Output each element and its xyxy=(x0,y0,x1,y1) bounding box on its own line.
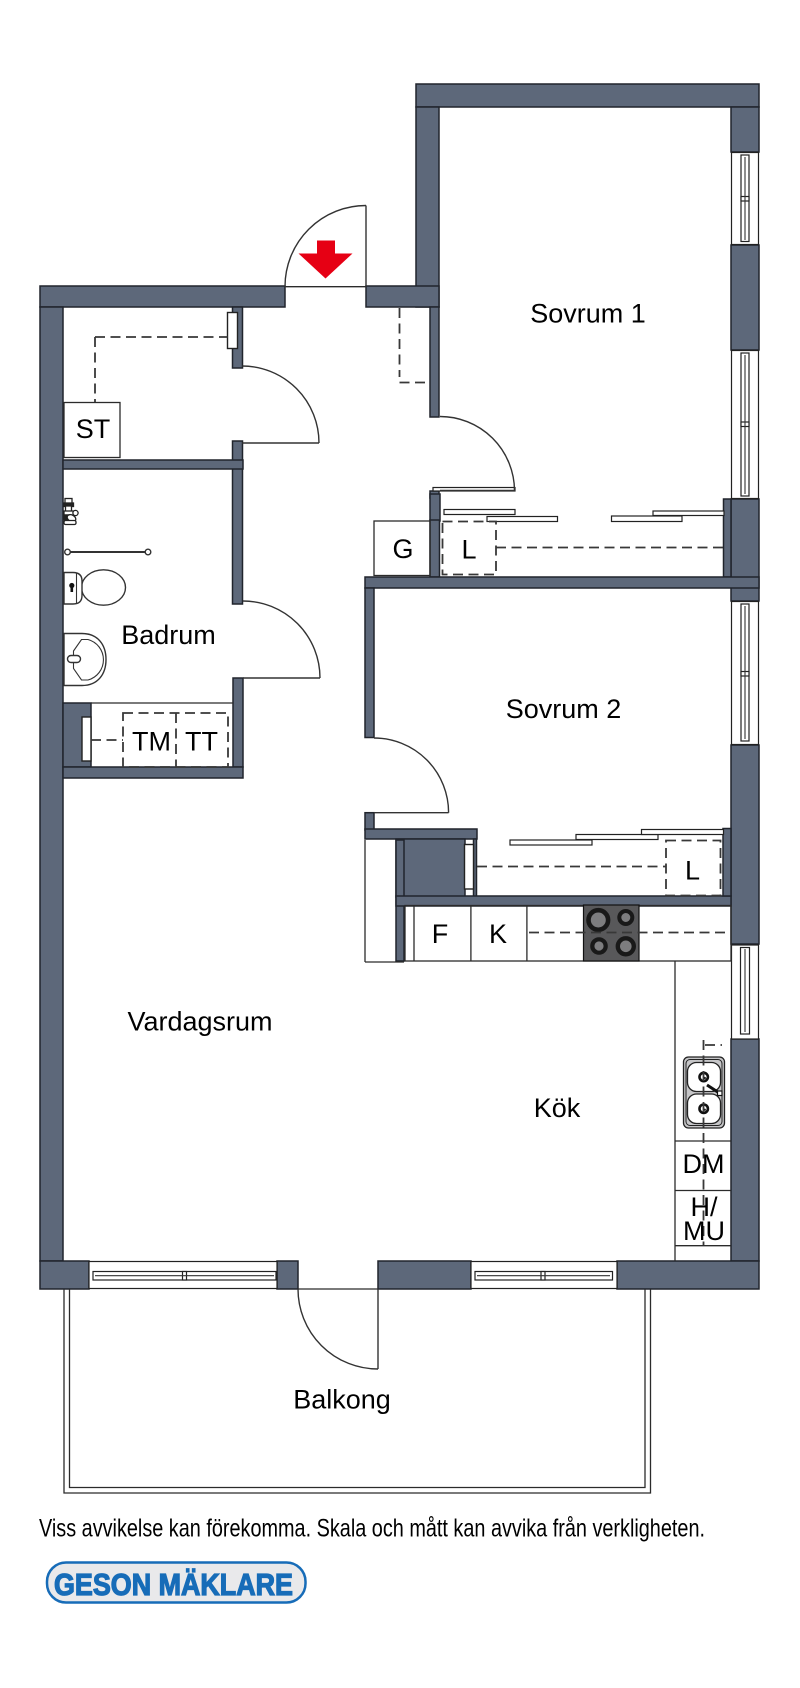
svg-text:Badrum: Badrum xyxy=(121,620,216,650)
svg-text:Vardagsrum: Vardagsrum xyxy=(127,1007,272,1037)
svg-text:Kök: Kök xyxy=(534,1093,581,1123)
svg-text:GESON MÄKLARE: GESON MÄKLARE xyxy=(54,1567,293,1602)
svg-text:DM: DM xyxy=(683,1149,725,1179)
svg-text:Balkong: Balkong xyxy=(293,1385,391,1415)
svg-text:TM: TM xyxy=(132,727,171,757)
svg-text:H/: H/ xyxy=(691,1192,718,1222)
svg-text:G: G xyxy=(392,534,413,564)
svg-text:L: L xyxy=(685,856,700,886)
svg-text:K: K xyxy=(489,919,507,949)
svg-text:ST: ST xyxy=(76,414,111,444)
svg-text:MU: MU xyxy=(683,1216,725,1246)
svg-text:Viss avvikelse kan förekomma.: Viss avvikelse kan förekomma. Skala och … xyxy=(39,1515,705,1543)
svg-text:F: F xyxy=(432,919,449,949)
svg-text:L: L xyxy=(461,535,476,565)
svg-text:TT: TT xyxy=(185,727,218,757)
svg-text:Sovrum 2: Sovrum 2 xyxy=(506,694,622,724)
svg-text:Sovrum 1: Sovrum 1 xyxy=(530,299,646,329)
